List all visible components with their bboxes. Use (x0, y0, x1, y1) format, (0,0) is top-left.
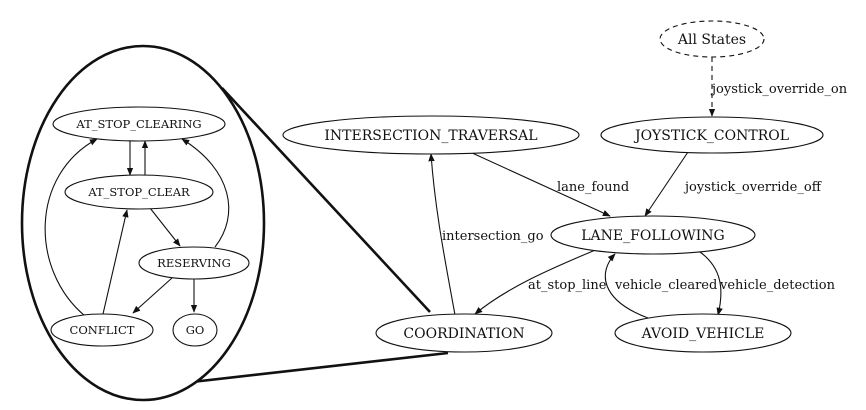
edge-joystick-to-lane-following (644, 151, 689, 217)
joystick-control-label: JOYSTICK_CONTROL (633, 128, 789, 144)
zoom-line-lower (182, 351, 449, 385)
inset-node-go: GO (172, 313, 218, 347)
at-stop-clear-label: AT_STOP_CLEAR (87, 185, 190, 199)
edge-lane-following-to-avoid (699, 251, 723, 316)
node-intersection-traversal: INTERSECTION_TRAVERSAL (282, 115, 580, 155)
edge-label-at-stop-line: at_stop_line (528, 278, 607, 293)
avoid-vehicle-label: AVOID_VEHICLE (641, 326, 765, 342)
edge-conflict-to-clear (102, 209, 129, 315)
edge-clear-to-reserving (149, 207, 181, 247)
edge-coordination-to-traversal (428, 153, 456, 316)
at-stop-clearing-label: AT_STOP_CLEARING (75, 117, 201, 131)
zoom-line-upper (221, 87, 431, 313)
node-joystick-control: JOYSTICK_CONTROL (600, 116, 824, 154)
coordination-label: COORDINATION (403, 326, 524, 342)
conflict-label: CONFLICT (70, 323, 135, 337)
edge-label-joystick-override-on: joystick_override_on (710, 82, 848, 97)
edge-reserving-to-clearing (181, 138, 230, 248)
edge-label-intersection-go: intersection_go (442, 229, 544, 244)
edge-traversal-to-lane-following (469, 151, 611, 217)
reserving-label: RESERVING (157, 256, 231, 270)
go-label: GO (186, 323, 205, 337)
edge-label-vehicle-cleared: vehicle_cleared (614, 278, 717, 293)
inset-node-conflict: CONFLICT (50, 313, 154, 347)
node-coordination: COORDINATION (375, 313, 553, 353)
inset-node-at-stop-clearing: AT_STOP_CLEARING (52, 106, 226, 142)
inset-node-at-stop-clear: AT_STOP_CLEAR (64, 174, 214, 210)
edge-avoid-to-lane-following (604, 253, 649, 319)
edge-conflict-to-clearing (44, 138, 98, 317)
all-states-label: All States (677, 32, 746, 48)
lane-following-label: LANE_FOLLOWING (581, 228, 725, 244)
intersection-traversal-label: INTERSECTION_TRAVERSAL (324, 128, 537, 144)
edge-lane-following-to-coordination (474, 247, 601, 315)
edge-label-joystick-override-off: joystick_override_off (683, 180, 823, 195)
node-avoid-vehicle: AVOID_VEHICLE (614, 313, 792, 353)
inset-node-reserving: RESERVING (138, 246, 250, 280)
edge-label-vehicle-detection: vehicle_detection (719, 278, 836, 293)
node-lane-following: LANE_FOLLOWING (550, 215, 756, 255)
node-all-states: All States (659, 20, 765, 58)
edge-reserving-to-conflict (132, 277, 173, 314)
edge-label-lane-found: lane_found (557, 180, 629, 195)
